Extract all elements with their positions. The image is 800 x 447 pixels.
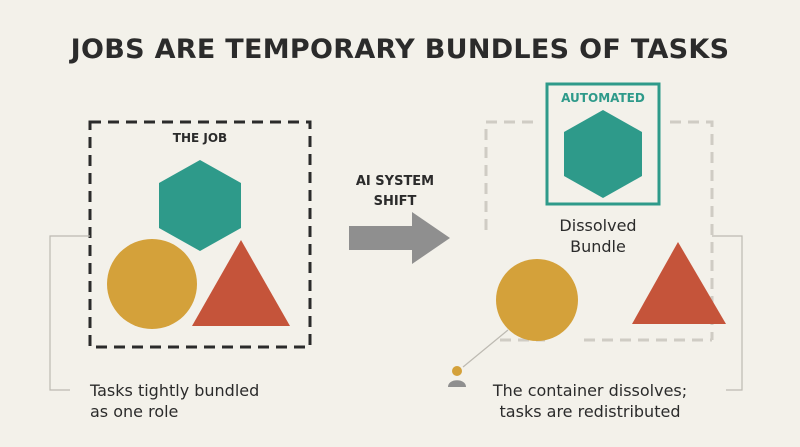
automated-label: AUTOMATED xyxy=(561,91,645,105)
job-container xyxy=(88,120,312,349)
person-icon xyxy=(448,366,466,387)
job-label: THE JOB xyxy=(172,131,228,145)
shift-label-line1: AI SYSTEM xyxy=(355,174,435,189)
right-caption: The container dissolves; tasks are redis… xyxy=(470,380,710,422)
page-title: JOBS ARE TEMPORARY BUNDLES OF TASKS xyxy=(70,34,730,65)
dissolved-bundle-label: Dissolved Bundle xyxy=(528,215,668,257)
shift-label: AI SYSTEM SHIFT xyxy=(330,172,460,212)
task-hexagon-shape xyxy=(159,160,241,251)
right-caption-line2: tasks are redistributed xyxy=(499,402,681,421)
right-bracket-connector xyxy=(712,235,743,391)
task-circle-shape xyxy=(107,239,197,329)
left-bracket-connector xyxy=(49,235,90,391)
dissolved-label-line2: Bundle xyxy=(570,237,626,256)
right-caption-line1: The container dissolves; xyxy=(492,381,688,400)
person-connector xyxy=(462,329,509,368)
left-caption-line1: Tasks tightly bundled xyxy=(90,381,260,400)
arrow-right-icon xyxy=(349,212,450,264)
redistributed-triangle-shape xyxy=(632,242,726,324)
redistributed-circle-shape xyxy=(496,259,578,341)
dissolved-label-line1: Dissolved xyxy=(559,216,637,235)
task-triangle-shape xyxy=(192,240,290,326)
automated-hexagon-shape xyxy=(564,110,642,198)
shift-label-line2: SHIFT xyxy=(373,194,417,209)
left-caption: Tasks tightly bundled as one role xyxy=(90,380,259,422)
left-caption-line2: as one role xyxy=(90,402,179,421)
